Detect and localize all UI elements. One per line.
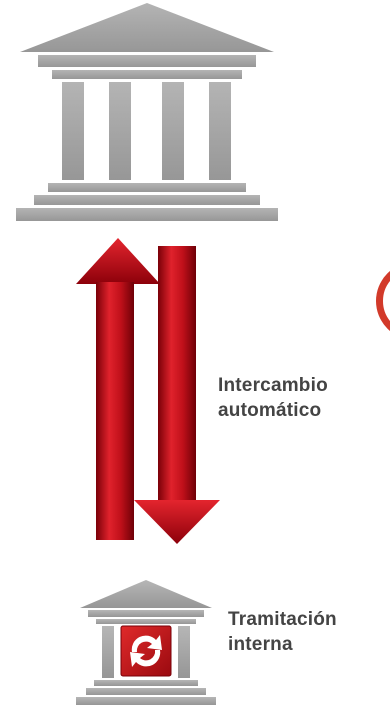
internal-label-line2: interna [228, 634, 293, 655]
down-arrow [134, 246, 220, 544]
red-ring-decoration [376, 262, 390, 340]
bidirectional-arrows-icon [76, 238, 220, 544]
exchange-label: Intercambio automático [218, 373, 328, 423]
internal-processing-building-icon [76, 580, 216, 705]
government-building-icon [16, 3, 278, 221]
exchange-label-line1: Intercambio [218, 375, 328, 396]
internal-processing-label: Tramitación interna [228, 607, 337, 657]
exchange-label-line2: automático [218, 400, 322, 421]
internal-label-line1: Tramitación [228, 609, 337, 630]
refresh-icon [120, 625, 172, 677]
up-arrow [76, 238, 160, 540]
